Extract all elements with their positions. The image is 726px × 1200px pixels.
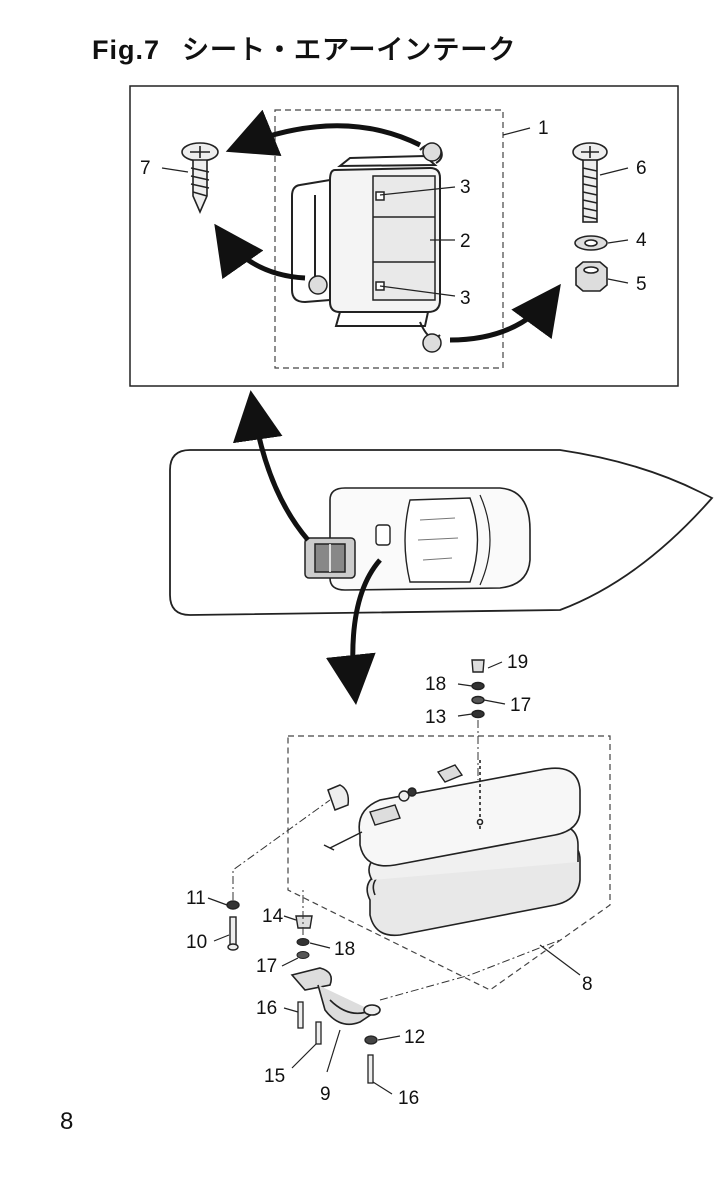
callout-2: 2	[460, 231, 471, 252]
callout-16-right: 16	[398, 1088, 419, 1109]
callout-16-left: 16	[256, 998, 277, 1019]
nut-icon	[575, 261, 608, 292]
windshield-glare	[417, 517, 459, 561]
seat-intake	[304, 537, 356, 579]
lock-nut-11-icon	[226, 900, 240, 910]
callout-5: 5	[636, 274, 647, 295]
arrow-to-lower-assembly	[325, 558, 382, 705]
deck-line	[479, 494, 491, 586]
callout-13: 13	[425, 707, 446, 728]
upper-inset: 1 3 2 3 7 6 4 5	[129, 85, 679, 387]
grommet-top	[422, 142, 442, 162]
callout-15: 15	[264, 1066, 285, 1087]
washer-icon	[574, 235, 608, 251]
seat-cushion	[358, 760, 581, 937]
bolt-10-icon	[227, 916, 239, 951]
air-intake-marker	[375, 524, 391, 546]
assembly-boundary	[274, 109, 504, 369]
windshield	[404, 497, 479, 583]
callout-9: 9	[320, 1084, 331, 1105]
lower-leaders	[207, 661, 581, 1095]
bolts-lower	[297, 1001, 378, 1084]
inset-frame	[129, 85, 679, 387]
callout-18-lower: 18	[334, 939, 355, 960]
callout-19: 19	[507, 652, 528, 673]
latch-hook-icon	[323, 784, 363, 851]
page-number: 8	[60, 1108, 74, 1135]
callout-14: 14	[262, 906, 284, 927]
assembly-boundary-lower	[287, 735, 611, 991]
filter-panel	[372, 175, 436, 301]
nut-18-icon	[296, 938, 310, 946]
hinge-bracket-9-icon	[290, 967, 381, 1026]
arrow-to-nut	[449, 283, 561, 343]
figure-caption: シート・エアーインテーク	[182, 35, 517, 66]
lower-assembly: 19 18 17 13 11 10 14 18 17 16 15 9 12 16…	[186, 652, 611, 1109]
callout-12: 12	[404, 1027, 425, 1048]
callout-17-lower: 17	[256, 956, 277, 977]
callout-3-upper: 3	[460, 177, 471, 198]
callout-11: 11	[186, 888, 206, 909]
callout-3-lower: 3	[460, 288, 471, 309]
machine-screw-icon	[572, 142, 608, 223]
boat-overview	[169, 390, 714, 705]
arrow-to-screw	[225, 109, 422, 156]
upper-leaders	[161, 127, 629, 297]
clip-upper	[375, 191, 385, 201]
callout-4: 4	[636, 230, 647, 251]
callout-1: 1	[538, 118, 549, 139]
callout-7: 7	[140, 158, 151, 179]
guide-lines	[232, 720, 561, 1001]
arrow-to-upper-inset	[232, 390, 310, 542]
top-fastener-stack	[471, 659, 485, 719]
seat-hinges	[369, 764, 464, 826]
tapping-screw-icon	[181, 142, 219, 214]
callout-18-upper: 18	[425, 674, 446, 695]
arrow-to-screw-lower	[214, 223, 306, 281]
callout-10: 10	[186, 932, 207, 953]
cap-14-icon	[295, 915, 313, 929]
grommet-left	[308, 275, 328, 295]
figure-title: Fig.7 シート・エアーインテーク	[92, 28, 516, 67]
callout-17-upper: 17	[510, 695, 531, 716]
callout-6: 6	[636, 158, 647, 179]
callout-8: 8	[582, 974, 593, 995]
washer-17-icon	[296, 951, 310, 959]
grommet-bottom	[422, 333, 442, 353]
figure-number: Fig.7	[92, 35, 161, 65]
